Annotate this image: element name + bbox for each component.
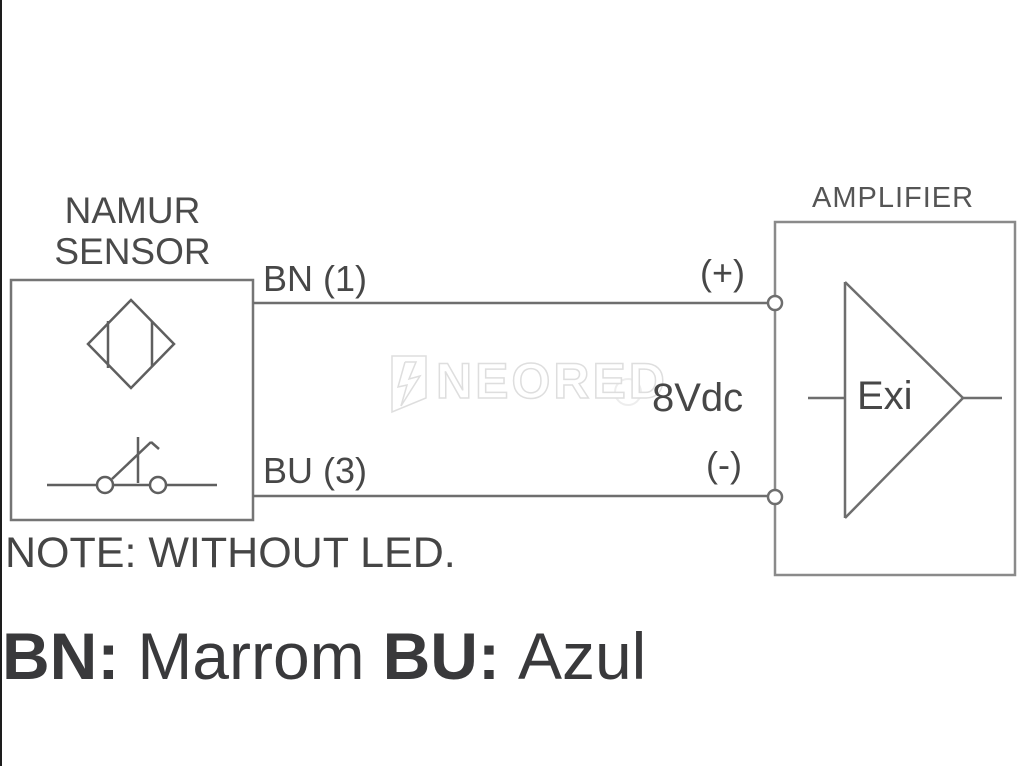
sensor-note: NOTE: WITHOUT LED. xyxy=(5,529,456,577)
legend-bn-color: Marrom xyxy=(137,619,365,693)
legend-bu-color: Azul xyxy=(517,619,647,693)
sensor-title-line2: SENSOR xyxy=(54,231,211,272)
watermark: NEORED xyxy=(388,350,668,415)
amplifier-triangle-icon xyxy=(808,281,1002,519)
voltage-label: 8Vdc xyxy=(652,376,744,420)
amplifier-title: AMPLIFIER xyxy=(812,182,975,214)
wire-label-bu: BU (3) xyxy=(263,450,368,491)
switch-contact-icon xyxy=(47,437,217,495)
neored-logo-icon xyxy=(391,355,427,414)
amplifier-gain-label: Exi xyxy=(857,374,913,418)
proximity-sensor-icon xyxy=(86,298,176,390)
watermark-text: NEORED xyxy=(435,352,668,410)
watermark-circle xyxy=(614,378,642,406)
amplifier-box xyxy=(773,220,1017,577)
terminal-plus-label: (+) xyxy=(700,252,745,293)
wire-label-bn: BN (1) xyxy=(263,258,368,299)
terminal-minus-label: (-) xyxy=(706,444,742,485)
sensor-box xyxy=(9,278,255,522)
legend-bu-abbr: BU: xyxy=(382,619,500,693)
sensor-title-line1: NAMUR xyxy=(64,190,201,231)
terminal-plus-icon xyxy=(766,294,784,312)
sensor-title: NAMUR SENSOR xyxy=(25,190,240,272)
legend-bn-abbr: BN: xyxy=(2,619,120,693)
page-left-border xyxy=(0,0,2,766)
terminal-minus-icon xyxy=(766,488,784,506)
